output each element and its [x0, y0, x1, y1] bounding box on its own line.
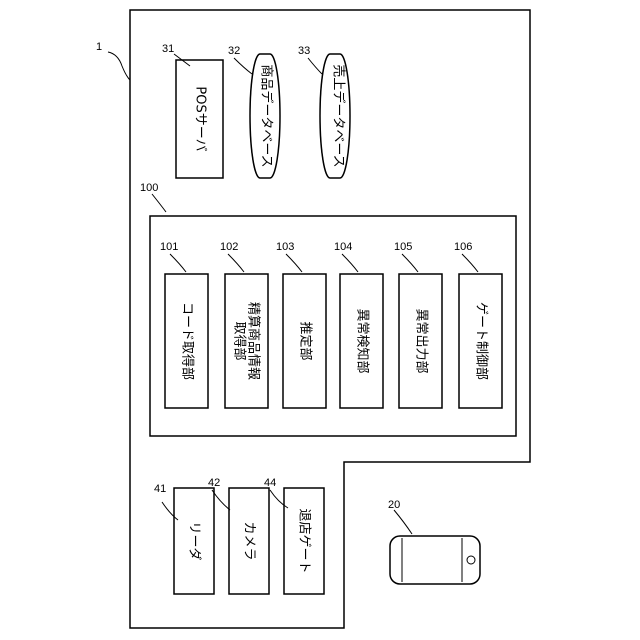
unit-label-101: コード取得部 [180, 302, 196, 380]
reader-label: リーダ [187, 521, 202, 560]
pos-server-label: POSサーバ [193, 86, 208, 151]
unit-ref-number-105: 105 [394, 241, 412, 253]
exit-gate-ref-number: 44 [264, 477, 276, 489]
system-ref-number: 1 [96, 41, 102, 53]
product-database-ref-number: 32 [228, 45, 240, 57]
pos-server-ref-number: 31 [162, 43, 174, 55]
unit-ref-number-104: 104 [334, 241, 352, 253]
system-ref-leader [108, 52, 130, 80]
unit-label-105: 異常出力部 [414, 308, 429, 373]
unit-ref-number-102: 102 [220, 241, 238, 253]
sales-database-ref-number: 33 [298, 45, 310, 57]
unit-ref-number-101: 101 [160, 241, 178, 253]
unit-ref-number-103: 103 [276, 241, 294, 253]
reader-ref-number: 41 [154, 483, 166, 495]
unit-label-106: ゲート制御部 [474, 302, 489, 380]
terminal-ref-number: 20 [388, 499, 400, 511]
terminal-ref-leader [394, 510, 412, 534]
unit-ref-number-106: 106 [454, 241, 472, 253]
unit-label-102-line2: 取得部 [232, 321, 248, 360]
product-database-label: 商品データベース [259, 64, 275, 167]
unit-label-102-line1: 精算商品情報 [246, 302, 261, 380]
unit-label-103: 推定部 [298, 321, 313, 360]
device-ref-number: 100 [140, 182, 158, 194]
sales-database-label: 売上データベース [331, 64, 347, 167]
terminal-device [390, 536, 480, 584]
camera-ref-number: 42 [208, 477, 220, 489]
camera-label: カメラ [242, 521, 257, 560]
exit-gate-label: 退店ゲート [297, 508, 312, 573]
unit-label-104: 異常検知部 [355, 308, 371, 373]
